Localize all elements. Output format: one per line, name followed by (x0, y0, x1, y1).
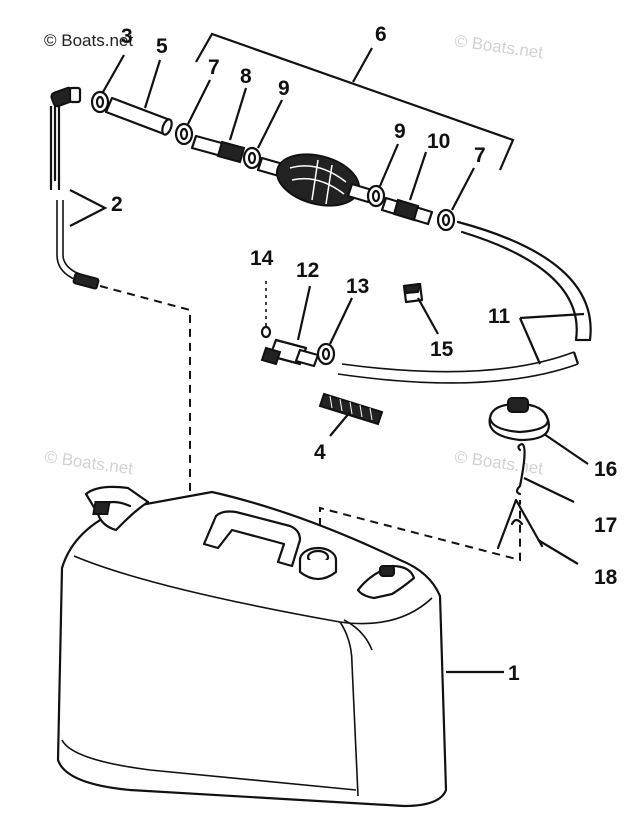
part-fitting-8 (190, 134, 246, 164)
leader-9a (257, 99, 283, 149)
bracket-6 (195, 32, 515, 171)
part-clamp-9-left (242, 146, 262, 170)
watermark-top-right: © Boats.net (453, 31, 544, 62)
leader-9b (378, 143, 400, 187)
callout-7-right: 7 (474, 144, 486, 167)
part-fitting-10 (380, 196, 434, 226)
part-fuel-tank-1 (56, 485, 448, 808)
watermark-top-left: © Boats.net (44, 31, 133, 50)
leader-4 (329, 411, 351, 437)
assembly-line-pickup (99, 285, 191, 500)
callout-6: 6 (375, 23, 387, 46)
leader-8 (228, 87, 248, 141)
leader-6 (352, 47, 373, 83)
assembly-line-cap (319, 500, 521, 562)
part-clamp-7-right (436, 208, 456, 232)
leader-5 (143, 59, 162, 109)
leader-12 (296, 285, 312, 341)
leader-10 (408, 151, 428, 201)
part-hose-5 (104, 96, 173, 136)
part-primer-bulb (256, 153, 374, 207)
callout-13: 13 (346, 275, 369, 298)
leader-3 (102, 54, 125, 93)
callout-4: 4 (314, 441, 326, 464)
callout-9-right: 9 (394, 120, 406, 143)
callout-14: 14 (250, 247, 274, 270)
leader-11b (518, 317, 542, 365)
part-clamp-7-left (174, 122, 194, 146)
part-cap-15 (402, 282, 424, 304)
callout-2: 2 (111, 193, 123, 216)
callout-7-left: 7 (208, 56, 220, 79)
watermark-mid-right: © Boats.net (453, 447, 544, 478)
watermark-mid-left: © Boats.net (43, 447, 134, 478)
callout-11: 11 (488, 305, 511, 328)
callout-1: 1 (508, 662, 520, 685)
callout-5: 5 (156, 35, 168, 58)
part-clamp-3 (90, 90, 110, 114)
part-hook-17 (515, 442, 526, 496)
part-filter-4 (318, 392, 384, 426)
part-clip-18 (496, 498, 544, 550)
part-fuel-hose-11 (337, 220, 592, 384)
callout-18: 18 (594, 566, 618, 589)
callout-16: 16 (594, 458, 617, 481)
leader-2 (69, 189, 108, 227)
leader-16 (543, 433, 589, 465)
part-tank-fitting-12 (260, 338, 320, 368)
callout-17: 17 (594, 514, 617, 537)
leader-17 (523, 477, 575, 503)
part-pickup-tube (49, 86, 100, 290)
leader-7b (451, 167, 475, 211)
leader-7a (187, 79, 211, 125)
callout-10: 10 (427, 130, 450, 153)
leader-13 (329, 297, 353, 345)
part-fill-cap-16 (488, 397, 550, 442)
callout-8: 8 (240, 65, 252, 88)
part-clamp-9-right (366, 184, 386, 208)
callout-9-left: 9 (278, 77, 290, 100)
leader-18 (537, 539, 579, 565)
callout-12: 12 (296, 259, 319, 282)
part-clamp-13 (316, 342, 336, 366)
part-o-ring-14 (260, 325, 272, 339)
callout-15: 15 (430, 338, 454, 361)
callout-3: 3 (121, 25, 133, 48)
leader-11a (519, 312, 585, 320)
leader-15 (417, 297, 439, 335)
